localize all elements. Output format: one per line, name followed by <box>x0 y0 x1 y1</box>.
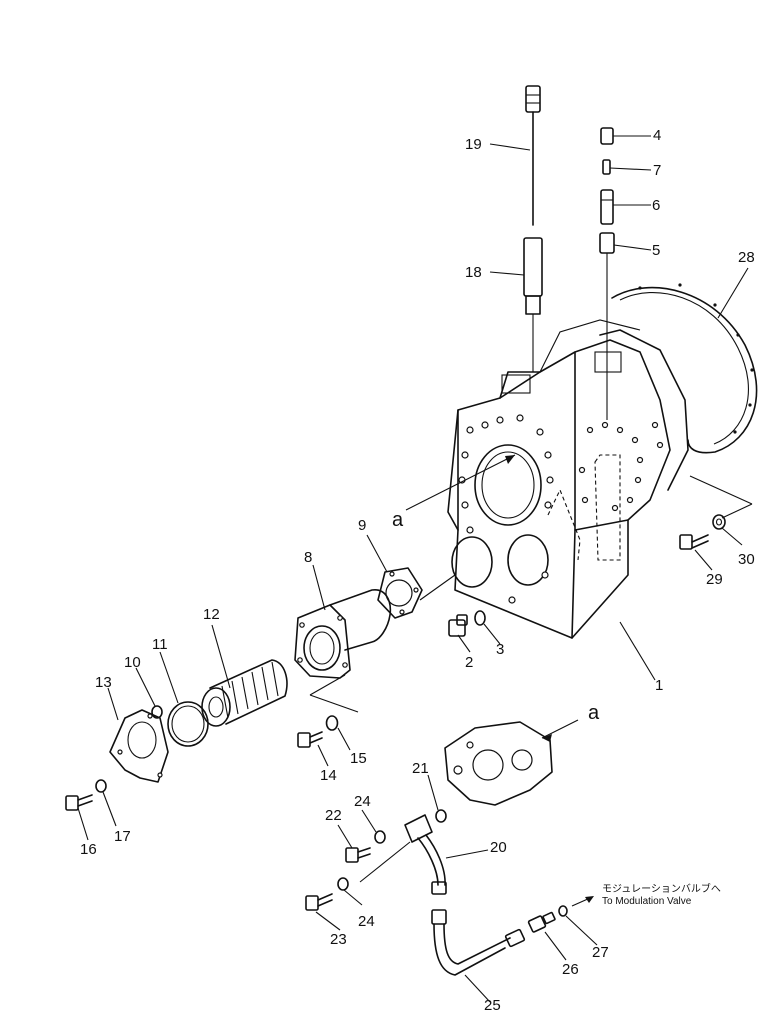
washer-30 <box>712 514 726 530</box>
o-ring-3 <box>474 610 486 626</box>
callout-11: 11 <box>152 636 168 653</box>
callout-5: 5 <box>652 242 661 259</box>
reference-a-housing: a <box>392 509 404 531</box>
callout-16: 16 <box>80 841 97 858</box>
callout-24-upper: 24 <box>354 793 371 810</box>
arrow-a-housing <box>505 455 515 464</box>
callout-12: 12 <box>203 606 220 623</box>
reference-a-cover: a <box>588 702 600 724</box>
callout-15: 15 <box>350 750 367 767</box>
callout-4: 4 <box>653 127 662 144</box>
callout-17: 17 <box>114 828 131 845</box>
o-ring-10 <box>151 705 163 719</box>
dipstick <box>525 85 541 226</box>
elbow-26 <box>527 911 556 933</box>
filter-cover <box>109 709 169 783</box>
callout-3: 3 <box>496 641 505 658</box>
tube-20 <box>404 814 447 895</box>
callout-8: 8 <box>304 549 313 566</box>
modulation-valve-note: モジュレーションバルブへ To Modulation Valve <box>602 884 721 907</box>
callout-20: 20 <box>490 839 507 856</box>
bolt-29 <box>679 534 709 550</box>
callout-13: 13 <box>95 674 112 691</box>
transmission-housing <box>447 319 689 639</box>
bolt-23 <box>305 893 333 911</box>
arrow-a-cover <box>542 734 552 742</box>
o-ring-21 <box>435 809 447 823</box>
callout-25: 25 <box>484 997 501 1012</box>
callout-6: 6 <box>652 197 661 214</box>
filter-case <box>294 589 392 679</box>
callout-21: 21 <box>412 760 429 777</box>
dipstick-tube <box>523 237 543 372</box>
callout-29: 29 <box>706 571 723 588</box>
callout-14: 14 <box>320 767 337 784</box>
plug-2 <box>448 614 468 637</box>
note-english: To Modulation Valve <box>602 895 692 907</box>
gasket-9 <box>377 567 423 619</box>
washer-24-upper <box>374 830 386 844</box>
callout-10: 10 <box>124 654 141 671</box>
breather-stack <box>599 127 615 420</box>
callout-19: 19 <box>465 136 482 153</box>
direction-arrow-head <box>585 896 594 903</box>
callout-24-lower: 24 <box>358 913 375 930</box>
callout-18: 18 <box>465 264 482 281</box>
callout-7: 7 <box>653 162 662 179</box>
washer-15 <box>325 715 339 731</box>
flywheel-housing-gasket <box>611 283 758 454</box>
callout-28: 28 <box>738 249 755 266</box>
callout-9: 9 <box>358 517 367 534</box>
leader-lines <box>77 135 753 1003</box>
bolt-14 <box>297 731 323 748</box>
bolt-22 <box>345 847 371 863</box>
callout-2: 2 <box>465 654 474 671</box>
callout-30: 30 <box>738 551 755 568</box>
note-japanese: モジュレーションバルブへ <box>602 884 721 895</box>
bolt-16 <box>65 794 93 811</box>
cover-detail-a <box>444 721 553 806</box>
callout-27: 27 <box>592 944 609 961</box>
o-ring-27 <box>558 905 568 917</box>
callout-23: 23 <box>330 931 347 948</box>
hose-25 <box>431 909 526 976</box>
callout-26: 26 <box>562 961 579 978</box>
filter-element <box>201 659 288 727</box>
washer-24-lower <box>337 877 349 891</box>
callout-1: 1 <box>655 677 664 694</box>
o-ring-11 <box>167 701 209 747</box>
callout-22: 22 <box>325 807 342 824</box>
washer-17 <box>95 779 107 793</box>
